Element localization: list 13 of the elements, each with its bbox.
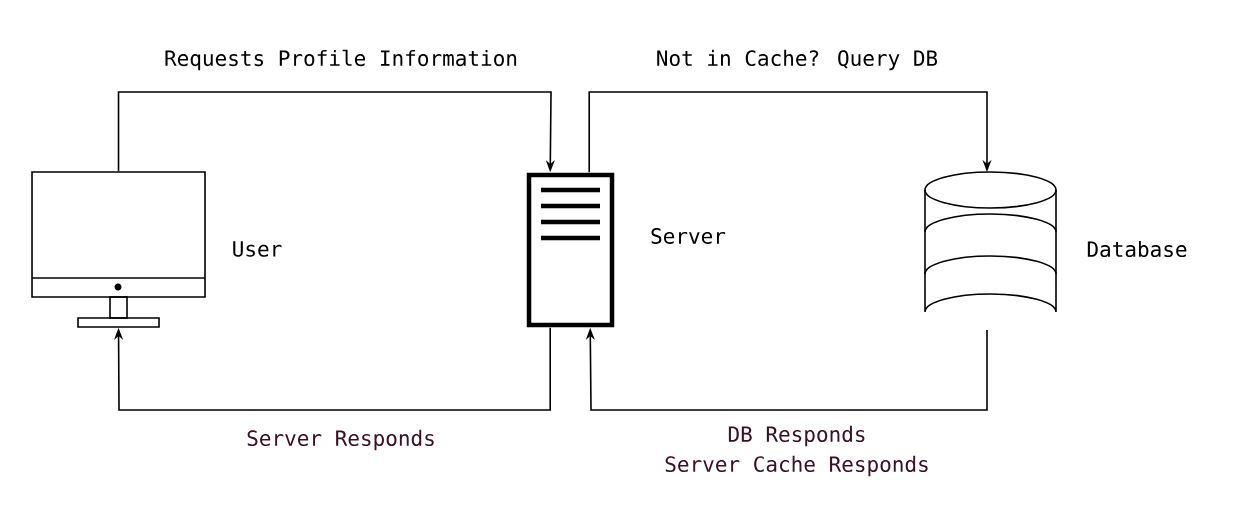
database-drawing	[924, 171, 1057, 313]
edge-label: Requests Profile Information	[165, 49, 517, 71]
computer-drawing	[31, 171, 206, 328]
node-label: User	[233, 241, 282, 257]
note-text: Server Cache Responds	[665, 455, 928, 477]
edge-label: Server Responds	[247, 429, 434, 451]
arrow	[114, 327, 551, 411]
node-label: Database	[1087, 240, 1187, 258]
arrow	[588, 91, 992, 173]
server-drawing	[526, 172, 615, 328]
node-label: Server	[651, 228, 726, 244]
edge-label: DB Responds	[728, 425, 865, 447]
edge-label: Not in Cache? Query DB	[657, 49, 938, 71]
